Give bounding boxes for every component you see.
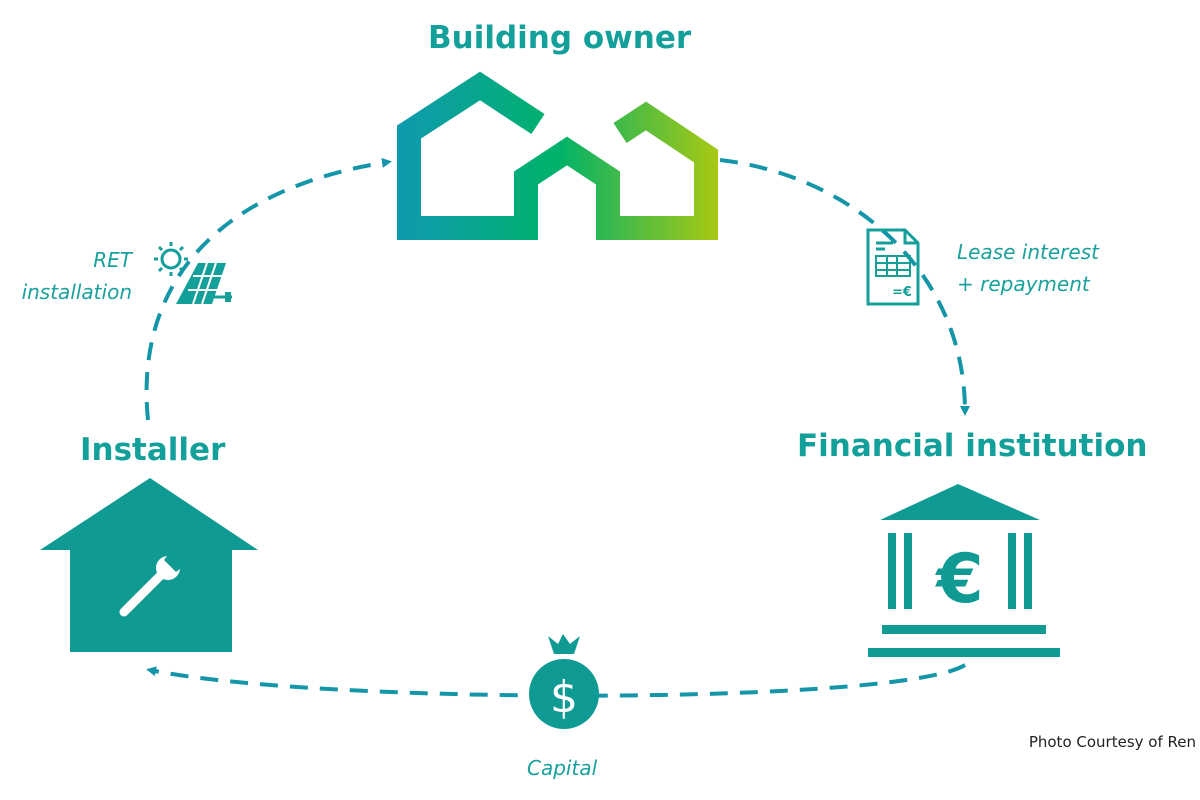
flow-label-capital: Capital — [527, 756, 598, 780]
bank-icon: € — [868, 484, 1060, 657]
flow-label-ret: RET installation — [10, 244, 132, 308]
wrench-icon — [119, 568, 168, 617]
photo-credit: Photo Courtesy of Ren — [1028, 733, 1196, 751]
ret-line-1: RET — [93, 248, 132, 272]
invoice-icon: =€ — [866, 228, 920, 306]
money-bag-icon: $ — [529, 634, 599, 729]
flow-label-lease: Lease interest + repayment — [957, 236, 1099, 300]
node-label-financial-institution: Financial institution — [797, 428, 1148, 464]
solar-panel-icon — [154, 242, 232, 305]
svg-text:$: $ — [550, 672, 578, 723]
flow-arrow-owner-to-bank — [719, 158, 970, 416]
flow-arrow-installer-to-owner — [144, 157, 392, 421]
svg-text:€: € — [934, 540, 983, 619]
installer-house-icon — [40, 478, 258, 652]
node-label-installer: Installer — [80, 432, 226, 468]
ret-line-2: installation — [21, 280, 132, 304]
svg-text:=€: =€ — [892, 285, 912, 300]
lease-line-2: + repayment — [957, 272, 1090, 296]
lease-line-1: Lease interest — [957, 240, 1099, 264]
houses-icon — [397, 71, 718, 240]
node-label-building-owner: Building owner — [428, 20, 692, 56]
